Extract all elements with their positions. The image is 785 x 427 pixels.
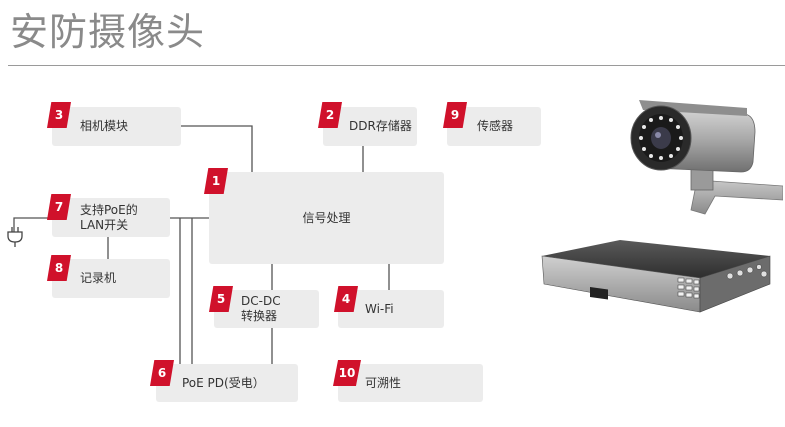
tag-recorder-num: 8 <box>54 261 64 275</box>
tag-recorder: 8 <box>47 255 71 281</box>
block-poe-pd: PoE PD(受电） <box>156 364 298 402</box>
tag-sensor: 9 <box>443 102 467 128</box>
tag-poe-lan-switch-num: 7 <box>54 200 64 214</box>
block-traceability-label: 可溯性 <box>365 375 402 390</box>
block-poe-lan-switch-label-2: LAN开关 <box>80 217 129 232</box>
block-poe-lan-switch: 支持PoE的 LAN开关 <box>52 198 170 237</box>
tag-camera-module-num: 3 <box>54 108 64 122</box>
tag-dcdc-converter: 5 <box>209 286 233 312</box>
block-wifi-label: Wi-Fi <box>365 301 394 316</box>
tag-traceability: 10 <box>333 360 361 386</box>
tag-poe-pd-num: 6 <box>157 366 167 380</box>
tag-ddr-storage: 2 <box>318 102 342 128</box>
tag-camera-module: 3 <box>47 102 71 128</box>
block-dcdc-converter: DC-DC 转换器 <box>214 290 319 328</box>
tag-signal-processing: 1 <box>204 168 228 194</box>
block-traceability: 可溯性 <box>338 364 483 402</box>
power-plug-icon <box>7 227 23 247</box>
tag-poe-pd: 6 <box>150 360 174 386</box>
block-poe-pd-label: PoE PD(受电） <box>182 375 265 390</box>
tag-ddr-storage-num: 2 <box>325 108 335 122</box>
block-camera-module: 相机模块 <box>52 107 181 146</box>
block-dcdc-converter-label-1: DC-DC <box>241 294 281 308</box>
tag-wifi: 4 <box>334 286 358 312</box>
page-title: 安防摄像头 <box>10 10 206 54</box>
title-divider <box>8 65 785 66</box>
block-recorder: 记录机 <box>52 259 170 298</box>
tag-signal-processing-num: 1 <box>211 174 221 188</box>
block-recorder-label: 记录机 <box>80 271 117 285</box>
wire-plug-to-lan <box>13 217 49 232</box>
tag-traceability-num: 10 <box>338 366 356 380</box>
block-signal-processing: 信号处理 <box>209 172 444 264</box>
dvr-recorder-icon <box>541 240 771 313</box>
tag-sensor-num: 9 <box>450 108 460 122</box>
block-dcdc-converter-label-2: 转换器 <box>241 309 278 323</box>
tag-poe-lan-switch: 7 <box>47 194 71 220</box>
block-sensor-label: 传感器 <box>477 119 514 133</box>
block-poe-lan-switch-label-1: 支持PoE的 <box>80 202 138 217</box>
block-signal-processing-label: 信号处理 <box>302 210 351 225</box>
tag-dcdc-converter-num: 5 <box>216 292 226 306</box>
block-camera-module-label: 相机模块 <box>80 119 129 133</box>
security-camera-icon <box>630 100 783 215</box>
wire-camera-to-signal <box>180 125 253 172</box>
block-ddr-storage-label: DDR存储器 <box>349 119 412 133</box>
tag-wifi-num: 4 <box>341 292 351 306</box>
